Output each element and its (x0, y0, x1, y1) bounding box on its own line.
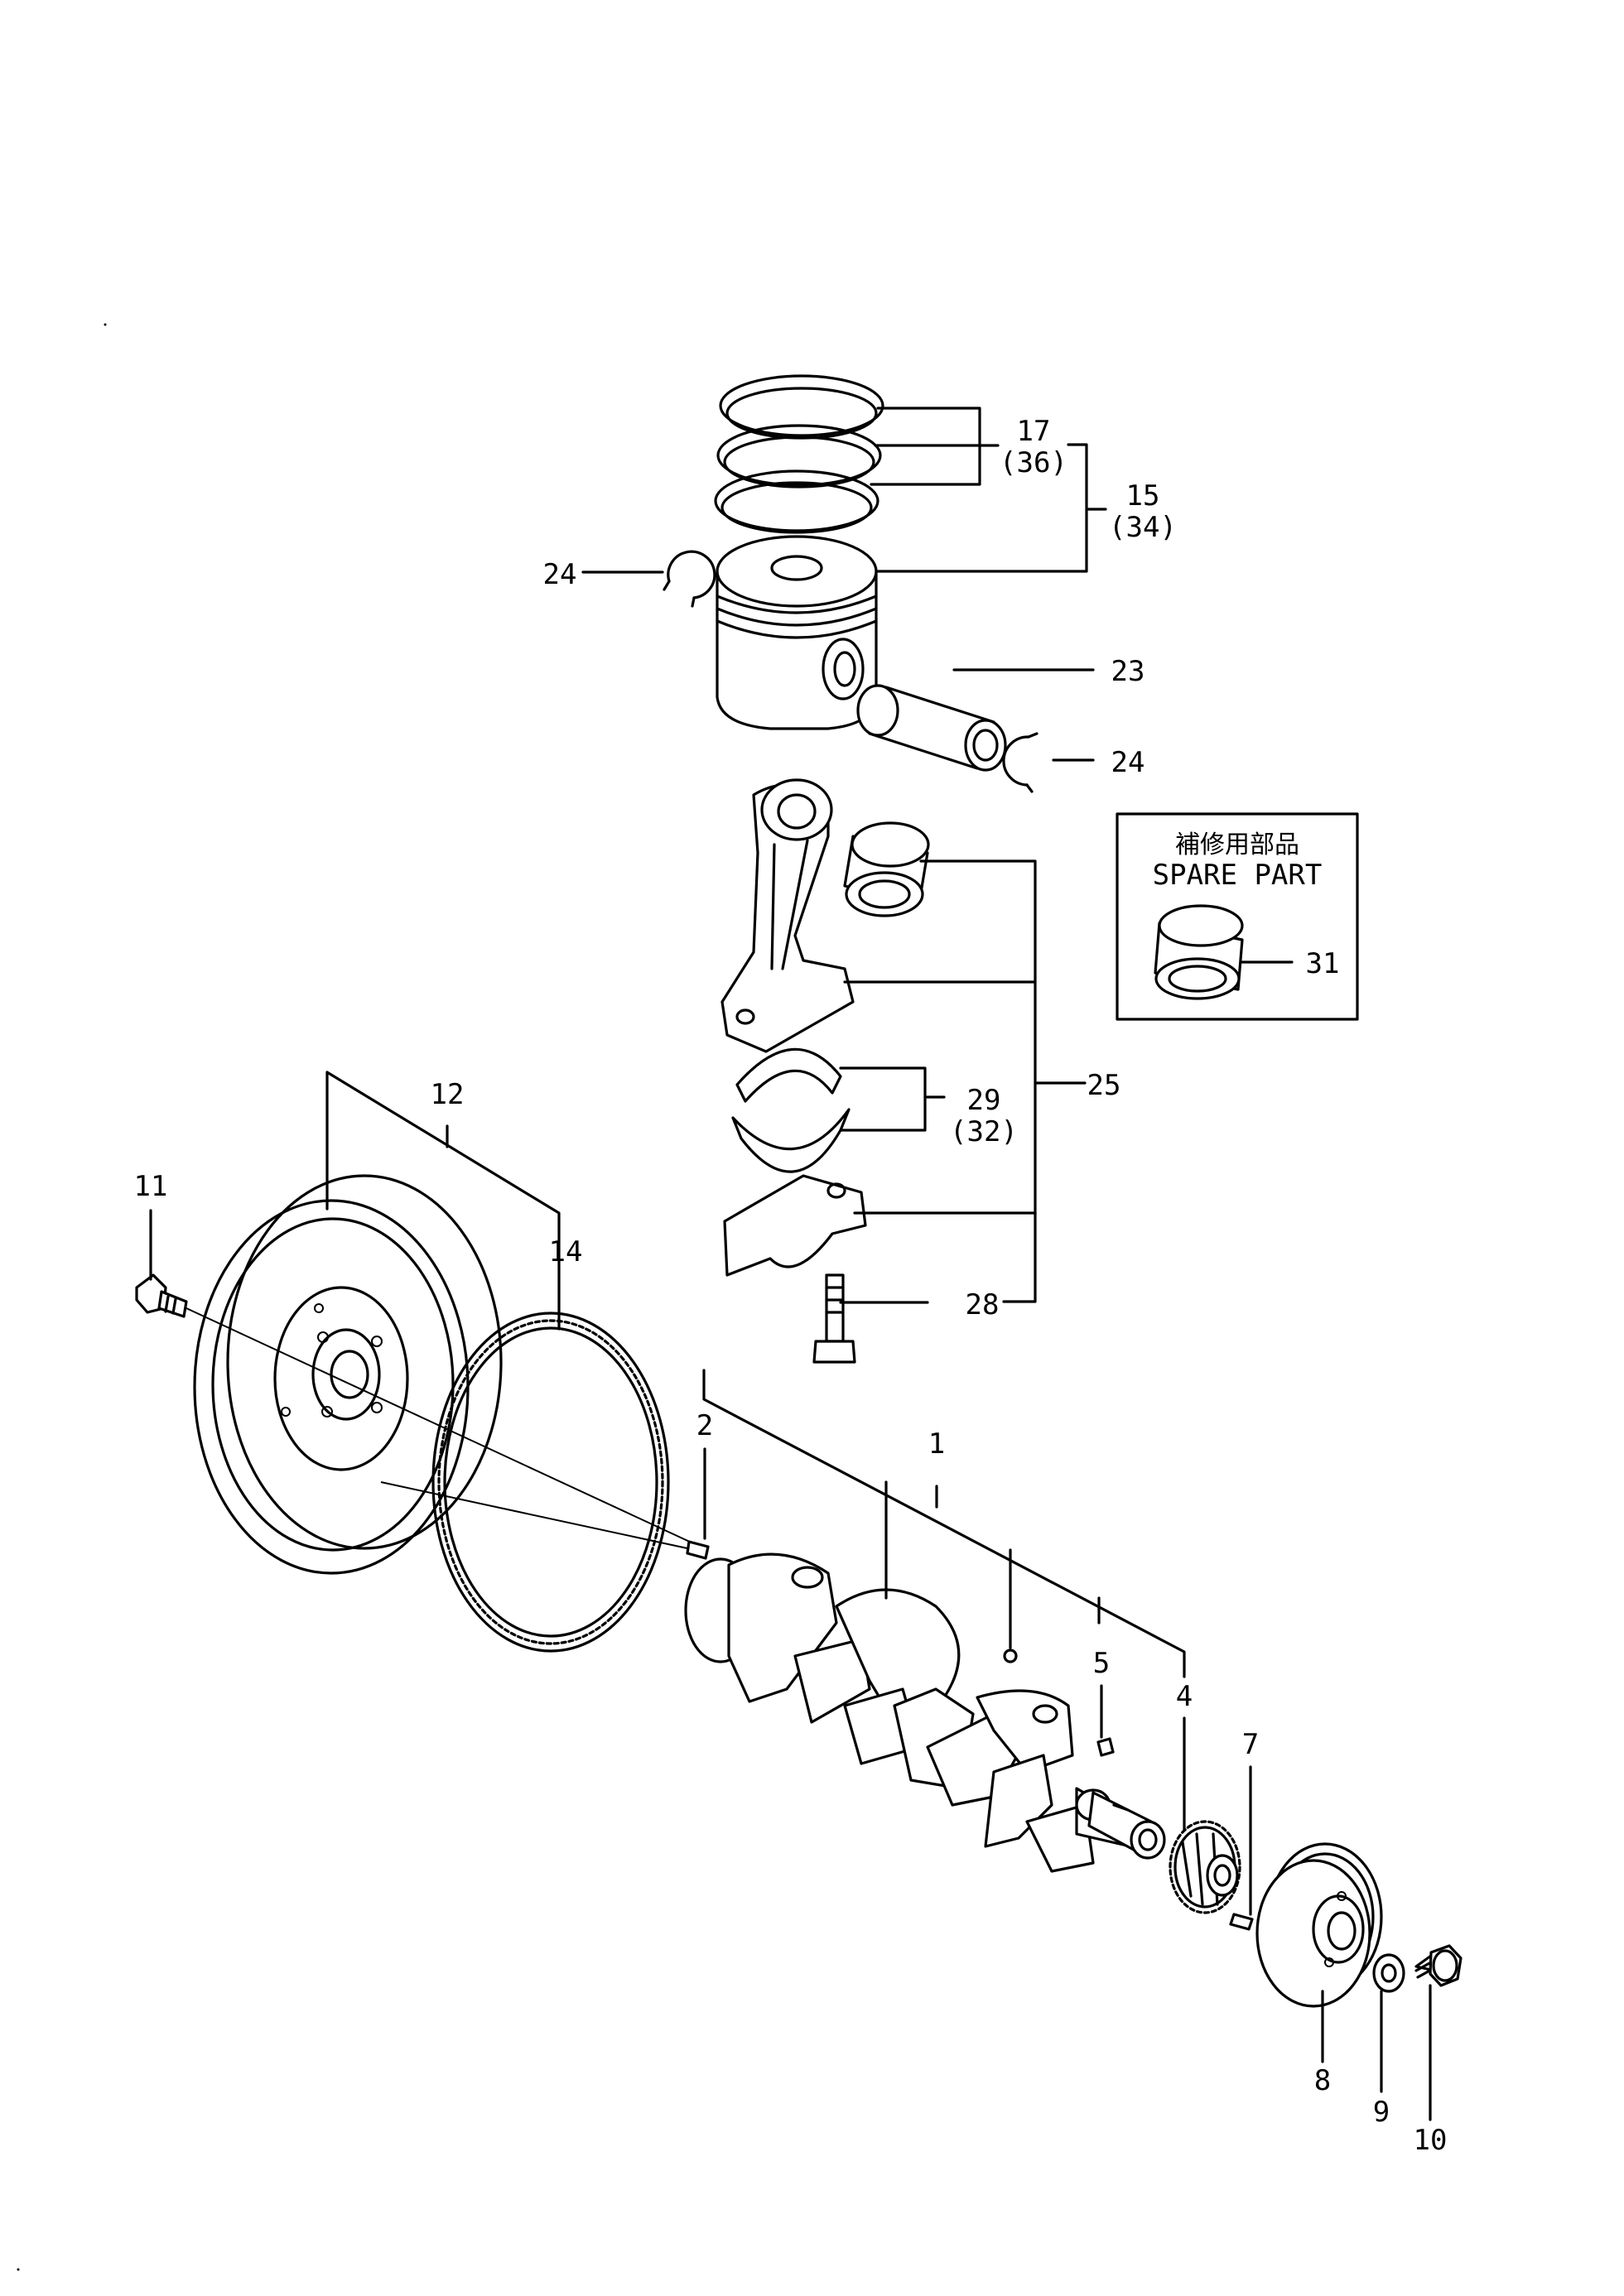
callout-14: 14 (549, 1235, 583, 1268)
alignment-line-bolt (186, 1307, 705, 1549)
pulley-bolt (1414, 1944, 1463, 1987)
circlip-right (1002, 732, 1038, 793)
callout-10: 10 (1414, 2124, 1448, 2157)
small-end-bush (843, 821, 930, 917)
ring-gear (431, 1312, 670, 1653)
bearing-shell-lower (731, 1108, 851, 1173)
piston (716, 535, 878, 730)
callout-17: 17 (1017, 415, 1051, 448)
connecting-rod (720, 778, 855, 1053)
circlip-left (663, 550, 716, 608)
callout-31: 31 (1306, 947, 1340, 980)
bearing-shell-upper (735, 1047, 842, 1103)
callout-7: 7 (1242, 1728, 1259, 1761)
callout-1: 1 (928, 1427, 945, 1461)
rod-bolt (812, 1273, 856, 1364)
callout-4: 4 (1176, 1680, 1193, 1713)
alignment-line-dowel (380, 1481, 688, 1549)
callout-9: 9 (1373, 2096, 1390, 2129)
callout-5: 5 (1093, 1647, 1110, 1680)
callout-24-left: 24 (543, 558, 577, 591)
callout-12: 12 (431, 1078, 465, 1111)
crank-gear (1169, 1820, 1241, 1914)
callout-25: 25 (1087, 1069, 1121, 1102)
washer (1372, 1953, 1405, 1993)
scan-speck (104, 323, 107, 326)
callout-15: 15 (1126, 479, 1160, 513)
callout-11: 11 (134, 1170, 168, 1203)
piston-pin (856, 684, 1007, 772)
callout-labels: 17 (36) 15 (34) 24 23 24 31 29 (32) 25 2… (134, 415, 1448, 2157)
spare-part-title-jp: 補修用部品 (1175, 830, 1299, 859)
dowel-pin (686, 1540, 710, 1560)
callout-24-right: 24 (1111, 746, 1145, 779)
scan-speck (17, 2268, 20, 2271)
callout-29: 29 (967, 1084, 1001, 1117)
spare-bush (1154, 904, 1244, 1000)
crank-ball (1003, 1649, 1018, 1663)
callout-29-alt: (32) (950, 1115, 1018, 1148)
callout-28: 28 (966, 1288, 1000, 1321)
callout-17-alt: (36) (1000, 446, 1067, 479)
callout-23: 23 (1111, 655, 1145, 688)
flywheel-bolt (135, 1273, 188, 1318)
piston-rings (714, 374, 884, 534)
crank-pulley (1255, 1842, 1383, 2008)
woodruff-key (1096, 1737, 1115, 1757)
callout-15-alt: (34) (1109, 511, 1177, 544)
rod-cap (723, 1174, 867, 1277)
leader-lines (149, 407, 1432, 2121)
spare-part-title-en: SPARE PART (1153, 859, 1323, 892)
spare-part-box: 補修用部品 SPARE PART (1116, 812, 1359, 1021)
flywheel (193, 1174, 503, 1575)
callout-2: 2 (696, 1409, 713, 1442)
pulley-pin (1229, 1913, 1254, 1931)
crankshaft (684, 1552, 1166, 1873)
callout-8: 8 (1314, 2064, 1331, 2097)
